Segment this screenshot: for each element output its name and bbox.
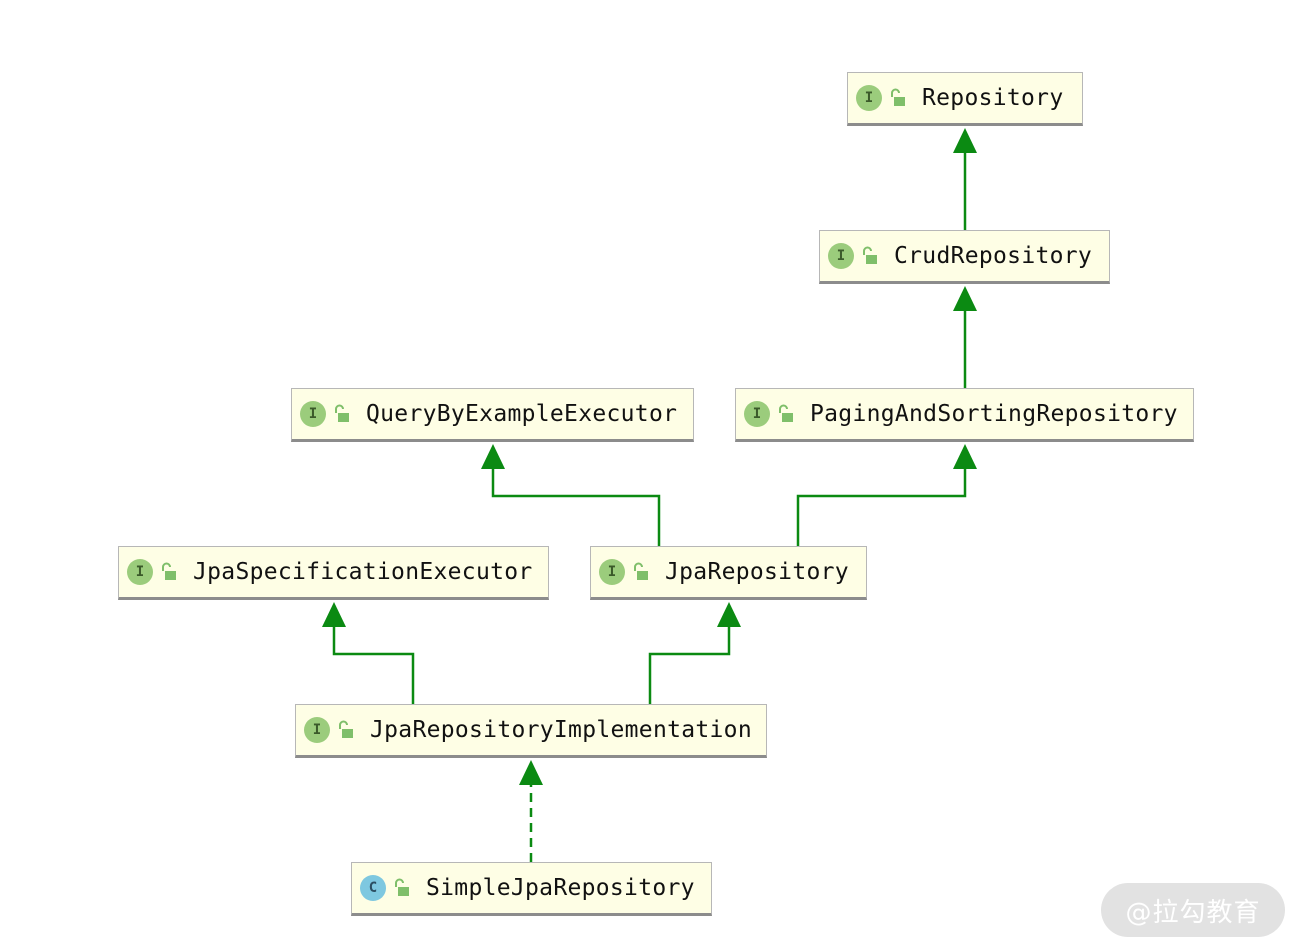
node-label: JpaSpecificationExecutor: [193, 559, 533, 585]
edge-jpa-to-query-by-example: [481, 444, 661, 546]
interface-badge-icon: I: [599, 559, 625, 585]
unlocked-padlock-icon: [162, 562, 176, 580]
unlocked-padlock-icon: [395, 878, 409, 896]
node-label: PagingAndSortingRepository: [810, 401, 1178, 427]
arrowhead: [953, 128, 977, 153]
node-simple-jpa-repository[interactable]: C SimpleJpaRepository: [351, 862, 712, 916]
arrowhead: [519, 760, 543, 785]
edge-impl-to-jpa-specification: [322, 602, 415, 704]
class-badge-icon: C: [360, 875, 386, 901]
interface-badge-icon: I: [300, 401, 326, 427]
unlocked-padlock-icon: [891, 88, 905, 106]
edge-simple-implements-impl: [519, 760, 543, 862]
node-crud-repository[interactable]: I CrudRepository: [819, 230, 1110, 284]
edge-crud-to-repository: [953, 128, 977, 230]
edge-paging-to-crud: [953, 286, 977, 388]
unlocked-padlock-icon: [779, 404, 793, 422]
interface-badge-icon: I: [744, 401, 770, 427]
node-label: QueryByExampleExecutor: [366, 401, 678, 427]
node-label: JpaRepositoryImplementation: [370, 717, 752, 743]
watermark: @拉勾教育: [1101, 883, 1285, 937]
node-label: Repository: [922, 85, 1064, 111]
edge-impl-to-jpa-repository: [648, 602, 741, 704]
arrowhead: [953, 444, 977, 469]
interface-badge-icon: I: [828, 243, 854, 269]
node-jpa-repository[interactable]: I JpaRepository: [590, 546, 867, 600]
arrowhead: [481, 444, 505, 469]
unlocked-padlock-icon: [634, 562, 648, 580]
arrowhead: [717, 602, 741, 627]
unlocked-padlock-icon: [335, 404, 349, 422]
interface-badge-icon: I: [127, 559, 153, 585]
node-paging-and-sorting-repository[interactable]: I PagingAndSortingRepository: [735, 388, 1194, 442]
arrowhead: [953, 286, 977, 311]
interface-badge-icon: I: [304, 717, 330, 743]
node-repository[interactable]: I Repository: [847, 72, 1083, 126]
unlocked-padlock-icon: [863, 246, 877, 264]
node-query-by-example-executor[interactable]: I QueryByExampleExecutor: [291, 388, 694, 442]
unlocked-padlock-icon: [339, 720, 353, 738]
node-label: CrudRepository: [894, 243, 1093, 269]
arrowhead: [322, 602, 346, 627]
node-label: JpaRepository: [665, 559, 849, 585]
edge-jpa-to-paging: [796, 444, 977, 546]
node-jpa-repository-implementation[interactable]: I JpaRepositoryImplementation: [295, 704, 767, 758]
node-jpa-specification-executor[interactable]: I JpaSpecificationExecutor: [118, 546, 549, 600]
node-label: SimpleJpaRepository: [426, 875, 695, 901]
interface-badge-icon: I: [856, 85, 882, 111]
